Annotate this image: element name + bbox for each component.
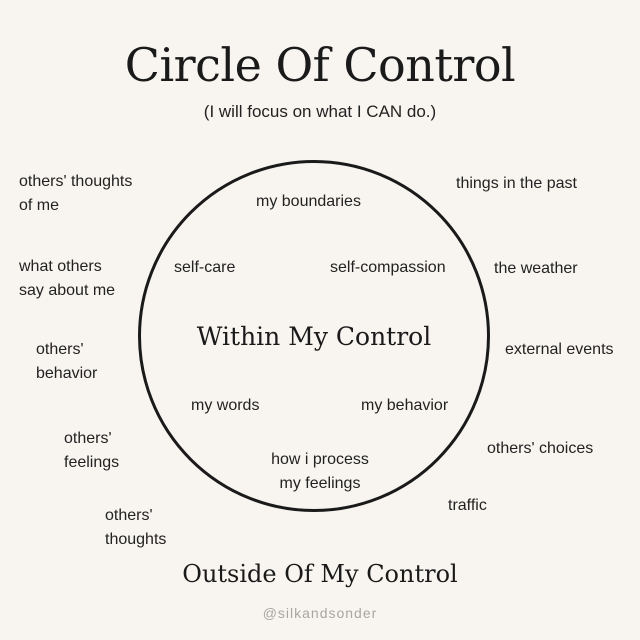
outside-item-others-thoughts-line2: thoughts	[105, 531, 167, 548]
outside-item-others-behavior: others' behavior	[36, 338, 97, 386]
page-subtitle: (I will focus on what I CAN do.)	[203, 102, 437, 121]
within-item-boundaries: my boundaries	[256, 193, 361, 210]
within-item-words: my words	[191, 397, 260, 414]
outside-item-others-choices: others' choices	[487, 440, 594, 457]
outside-item-thoughts-of-me-line2: of me	[19, 197, 60, 214]
within-item-process-line1: how i process	[271, 451, 369, 468]
outside-item-say-about-me-line2: say about me	[19, 282, 116, 299]
outside-item-traffic: traffic	[448, 497, 487, 514]
control-circle	[138, 160, 490, 512]
within-item-behavior: my behavior	[361, 397, 449, 414]
outside-item-others-feelings: others' feelings	[64, 427, 119, 475]
outside-item-thoughts-of-me: others' thoughts of me	[19, 170, 132, 218]
outside-item-external-events: external events	[505, 341, 614, 358]
within-item-process-line2: my feelings	[279, 475, 361, 492]
within-item-self-compassion: self-compassion	[330, 259, 446, 276]
outside-item-say-about-me-line1: what others	[19, 258, 102, 275]
outside-item-others-thoughts-line1: others'	[105, 507, 153, 524]
outside-item-past: things in the past	[456, 175, 577, 192]
outside-item-others-feelings-line2: feelings	[64, 454, 120, 471]
outside-item-others-feelings-line1: others'	[64, 430, 112, 447]
author-handle: @silkandsonder	[262, 605, 378, 621]
within-control-label: Within My Control	[196, 322, 432, 351]
page-title: Circle Of Control	[124, 38, 516, 92]
outside-item-others-behavior-line1: others'	[36, 341, 84, 358]
outside-item-others-behavior-line2: behavior	[36, 365, 98, 382]
outside-item-say-about-me: what others say about me	[19, 255, 115, 303]
outside-item-thoughts-of-me-line1: others' thoughts	[19, 173, 133, 190]
within-item-process-feelings: how i process my feelings	[250, 448, 390, 496]
outside-item-others-thoughts: others' thoughts	[105, 504, 166, 552]
outside-item-weather: the weather	[494, 260, 578, 277]
outside-control-label: Outside Of My Control	[182, 560, 458, 588]
within-item-self-care: self-care	[174, 259, 236, 276]
